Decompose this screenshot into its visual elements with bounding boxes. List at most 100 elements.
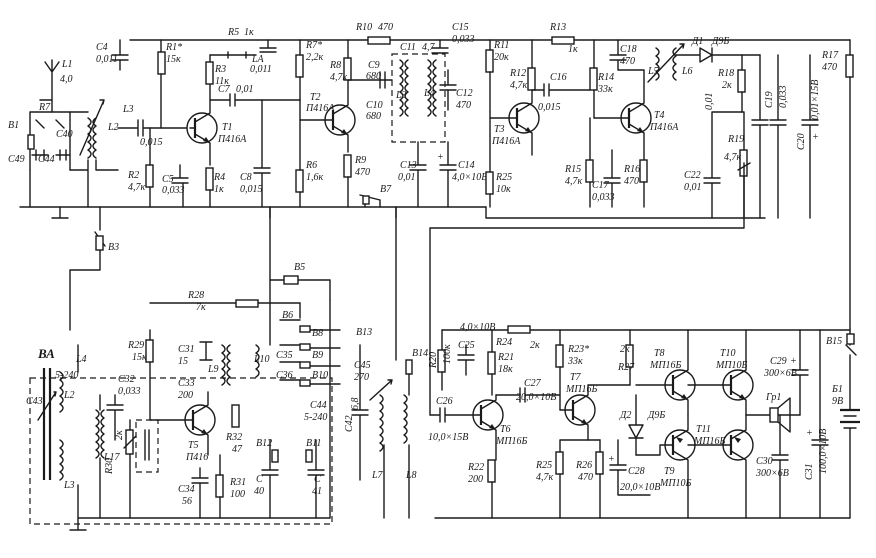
r21-resistor xyxy=(487,351,496,375)
l6-label: L6 xyxy=(681,66,693,77)
r26-value: 470 xyxy=(578,472,593,483)
r12-label: R12 xyxy=(509,68,526,79)
b12-switch[interactable] xyxy=(271,449,279,463)
l8-label: L8 xyxy=(405,470,417,481)
r15-resistor xyxy=(585,159,594,183)
r8-value: 4,7к xyxy=(330,72,348,83)
antenna-icon xyxy=(44,59,60,101)
c28-value: 20,0×10В xyxy=(620,482,660,493)
r14-label: R14 xyxy=(597,72,614,83)
t9-value: МП10Б xyxy=(659,478,692,489)
r7-top-label: R7* xyxy=(305,40,322,51)
c4-label: C4 xyxy=(96,42,108,53)
r21-label: R21 xyxy=(497,352,514,363)
c27-label: C27 xyxy=(524,378,542,389)
r9-value: 470 xyxy=(355,167,370,178)
r3-value: 11к xyxy=(215,76,229,87)
l14-coil xyxy=(59,371,64,481)
b7-switch[interactable] xyxy=(362,195,370,205)
c13-label: C13 xyxy=(400,160,417,171)
b3-switch[interactable] xyxy=(95,235,104,251)
b5-switch[interactable] xyxy=(283,275,299,285)
band-switch-bank[interactable] xyxy=(279,319,341,387)
r25b-value: 4,7к xyxy=(536,472,554,483)
r24-label: R24 xyxy=(495,337,512,348)
c19-value: 0,033 xyxy=(778,86,789,109)
r23-value: 33к xyxy=(567,356,583,367)
r17-label: R17 xyxy=(821,50,839,61)
l5-l6-coils xyxy=(647,43,685,83)
r20-label: R20 xyxy=(428,352,439,369)
r9-resistor xyxy=(343,154,352,178)
r19-value: 4,7к xyxy=(724,152,742,163)
r29-resistor xyxy=(145,339,154,363)
l8-coil xyxy=(403,394,408,444)
r13-value: 1к xyxy=(568,44,578,55)
r4-value: 1к xyxy=(214,184,224,195)
c6-value: 0,01 xyxy=(236,84,254,95)
c22-value: 0,01 xyxy=(684,182,702,193)
c25-label: C25 xyxy=(458,340,475,351)
r3-resistor xyxy=(205,61,214,85)
c40-bot-value: 40 xyxy=(254,486,264,497)
b12-label: В12 xyxy=(256,438,272,449)
r18-resistor xyxy=(737,69,746,93)
b8-label: В8 xyxy=(312,328,323,339)
c42-value: 6,8 xyxy=(350,398,361,411)
c45-label: C45 xyxy=(354,360,371,371)
r13-resistor xyxy=(551,36,575,45)
r16-label: R16 xyxy=(623,164,640,175)
b15-label: В15 xyxy=(826,336,842,347)
c27-value: 20,0×10В xyxy=(516,392,556,403)
c34-value: 56 xyxy=(182,496,192,507)
t1-transistor xyxy=(186,54,218,166)
r15-label: R15 xyxy=(564,164,581,175)
c40-label: C40 xyxy=(56,129,73,140)
c18-value: 470 xyxy=(620,56,635,67)
battery-icon xyxy=(840,408,860,519)
l4-label: L4 xyxy=(423,88,435,99)
c5b-label: C5 xyxy=(162,174,174,185)
c31b-plus: + xyxy=(806,428,813,439)
r24-value: 2к xyxy=(530,340,540,351)
b9-label: В9 xyxy=(312,350,323,361)
c11-label: C11 xyxy=(400,42,416,53)
r19-label: R19 xyxy=(727,134,744,145)
c17-label: C17 xyxy=(592,180,610,191)
b6-label: В6 xyxy=(282,310,293,321)
t10-transistor xyxy=(687,329,754,416)
c29-label: C29 xyxy=(770,356,787,367)
t8-label: T8 xyxy=(654,348,665,359)
c43-label: C43 xyxy=(26,396,43,407)
t9-label: T9 xyxy=(664,466,675,477)
t4-transistor xyxy=(593,79,652,161)
l10-coil xyxy=(255,344,260,378)
t8-transistor xyxy=(635,329,696,416)
b3-label: В3 xyxy=(108,242,119,253)
c45-value: 270 xyxy=(354,372,369,383)
b11-switch[interactable] xyxy=(305,449,313,463)
t6-value: МП16Б xyxy=(495,436,528,447)
b11-label: В11 xyxy=(306,438,321,449)
c10-label: C10 xyxy=(366,100,383,111)
c33-label: C33 xyxy=(178,378,195,389)
r22-label: R22 xyxy=(467,462,484,473)
r10-label: R10 xyxy=(355,22,372,33)
b14-switch[interactable] xyxy=(405,359,413,375)
b5-label: В5 xyxy=(294,262,305,273)
r12-value: 4,7к xyxy=(510,80,528,91)
c29-value: 300×6В xyxy=(763,368,797,379)
t11-label: T11 xyxy=(696,424,711,435)
d1-value: Д9Б xyxy=(711,36,729,47)
l1-value: 4,0 xyxy=(60,74,73,85)
r18-label: R18 xyxy=(717,68,734,79)
c20-label: C20 xyxy=(796,133,807,150)
c35-label: C35 xyxy=(276,350,293,361)
l3-label: L3 xyxy=(395,90,407,101)
r25b-resistor xyxy=(555,451,564,475)
r22-resistor xyxy=(487,459,496,483)
t5-value: П416 xyxy=(185,452,208,463)
c43-variable-cap[interactable] xyxy=(37,391,57,421)
t11-transistor xyxy=(687,414,754,519)
r25-value: 10к xyxy=(496,184,511,195)
